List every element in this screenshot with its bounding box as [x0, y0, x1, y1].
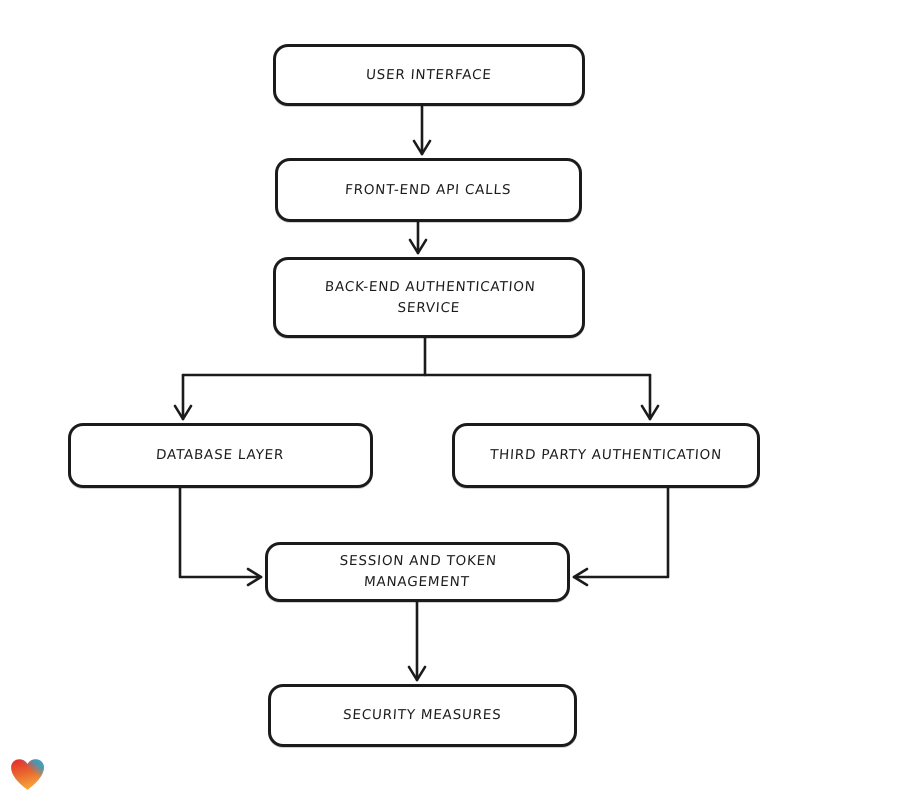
node-back-end-auth-service: BACK-END AUTHENTICATION SERVICE	[273, 257, 585, 338]
node-front-end-api-calls: FRONT-END API CALLS	[275, 158, 582, 222]
node-label: USER INTERFACE	[365, 66, 493, 83]
node-database-layer: DATABASE LAYER	[68, 423, 373, 488]
node-label: BACK-END AUTHENTICATION SERVICE	[323, 278, 536, 316]
edge-database-to-session	[178, 486, 263, 587]
brand-heart-logo[interactable]	[10, 758, 45, 791]
heart-icon	[11, 759, 44, 790]
edge-thirdparty-to-session	[572, 486, 670, 587]
node-label: THIRD PARTY AUTHENTICATION	[489, 447, 723, 464]
node-label: SECURITY MEASURES	[342, 707, 503, 724]
node-security-measures: SECURITY MEASURES	[268, 684, 577, 747]
node-label: SESSION AND TOKEN MANAGEMENT	[339, 553, 498, 590]
node-third-party-auth: THIRD PARTY AUTHENTICATION	[452, 423, 760, 488]
node-label: DATABASE LAYER	[155, 447, 286, 464]
node-session-token-mgmt: SESSION AND TOKEN MANAGEMENT	[265, 542, 570, 602]
node-label: FRONT-END API CALLS	[344, 181, 513, 198]
node-user-interface: USER INTERFACE	[273, 44, 585, 106]
